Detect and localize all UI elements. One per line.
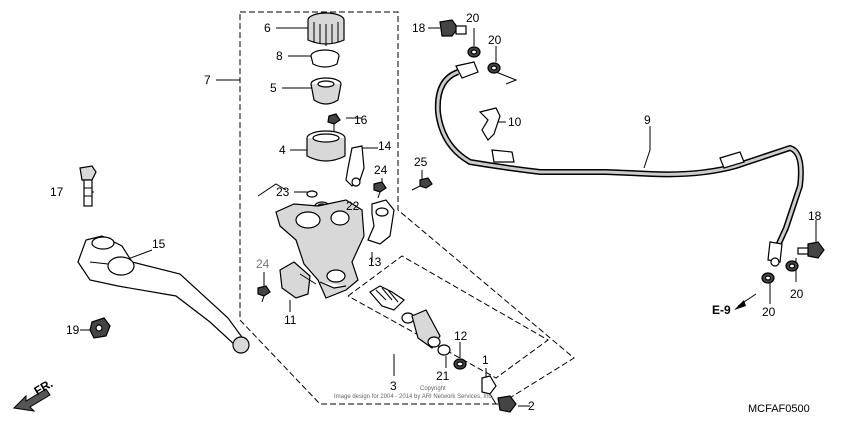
callout-20-right-1: 20 (790, 287, 804, 301)
callout-4: 4 (279, 143, 286, 157)
holder-clamp[interactable] (367, 199, 395, 245)
pivot-bolt[interactable] (79, 165, 97, 207)
assembly-boundary (239, 11, 575, 405)
banjo-bolt-top[interactable] (439, 19, 467, 37)
piston[interactable] (411, 309, 441, 349)
copyright-line-2: Image design for 2004 - 2014 by ARI Netw… (334, 394, 493, 400)
callout-21: 21 (436, 369, 450, 383)
callout-24-lower: 24 (256, 257, 270, 271)
circlip-12[interactable] (453, 358, 467, 370)
callout-20-top-1: 20 (466, 11, 480, 25)
callout-23: 23 (276, 185, 290, 199)
pushrod-1[interactable] (481, 375, 497, 405)
diagram-code: MCFAF0500 (748, 403, 810, 415)
callout-8: 8 (276, 49, 283, 63)
reservoir-diaphragm[interactable] (310, 77, 342, 105)
reservoir-screw[interactable] (327, 113, 341, 132)
hose-clamp[interactable] (478, 107, 501, 141)
callout-3: 3 (390, 379, 397, 393)
brake-hose[interactable] (434, 61, 804, 267)
brake-lever[interactable] (77, 235, 250, 354)
callout-10: 10 (508, 115, 522, 129)
sealing-washer-right-2[interactable] (761, 272, 775, 284)
reservoir-plate[interactable] (310, 49, 340, 68)
front-arrow-icon (12, 388, 51, 412)
reservoir-tank[interactable] (306, 130, 346, 162)
callout-19: 19 (66, 323, 80, 337)
sealing-washer-top-2[interactable] (487, 62, 501, 74)
callout-1: 1 (482, 353, 489, 367)
callout-18-top: 18 (412, 21, 426, 35)
piston-boot[interactable] (437, 344, 451, 356)
reservoir-cap[interactable] (307, 12, 345, 46)
reference-label: E-9 (712, 303, 731, 317)
callout-14: 14 (378, 139, 392, 153)
callout-2: 2 (528, 399, 535, 413)
reservoir-holder[interactable] (345, 145, 365, 187)
front-label: FR. (32, 376, 56, 398)
switch-screw[interactable] (257, 285, 271, 303)
callout-5: 5 (270, 81, 277, 95)
callout-24-upper: 24 (374, 163, 388, 177)
callout-7: 7 (204, 73, 211, 87)
piston-spring[interactable] (369, 285, 405, 311)
o-ring-23[interactable] (306, 190, 318, 198)
sleeve-outline (257, 183, 287, 197)
banjo-bolt-right[interactable] (797, 241, 825, 259)
piston-kit-boundary (347, 255, 549, 379)
callout-22: 22 (346, 199, 360, 213)
reference-arrow (734, 293, 757, 310)
sealing-washer-top-1[interactable] (467, 46, 481, 58)
nut-2[interactable] (497, 395, 517, 413)
pivot-nut[interactable] (89, 317, 111, 339)
callout-17: 17 (50, 185, 64, 199)
sealing-washer-right-1[interactable] (785, 260, 799, 272)
callout-18-right: 18 (808, 209, 822, 223)
callout-15: 15 (152, 237, 166, 251)
callout-16: 16 (354, 113, 368, 127)
copyright-line-1: Copyright (420, 386, 446, 392)
callout-12: 12 (454, 329, 468, 343)
callout-11: 11 (284, 313, 297, 327)
brake-switch[interactable] (279, 261, 317, 299)
callout-20-top-2: 20 (488, 33, 502, 47)
master-cylinder-body[interactable] (275, 199, 365, 299)
callout-20-right-2: 20 (762, 305, 776, 319)
callout-6: 6 (264, 21, 271, 35)
callout-13: 13 (368, 255, 382, 269)
holder-bolt[interactable] (411, 177, 433, 191)
callout-labels: 7 6 8 5 16 4 14 24 25 23 22 13 24 11 17 … (50, 11, 822, 413)
callout-9: 9 (644, 113, 651, 127)
callout-25: 25 (414, 155, 428, 169)
holder-screw[interactable] (373, 181, 387, 199)
